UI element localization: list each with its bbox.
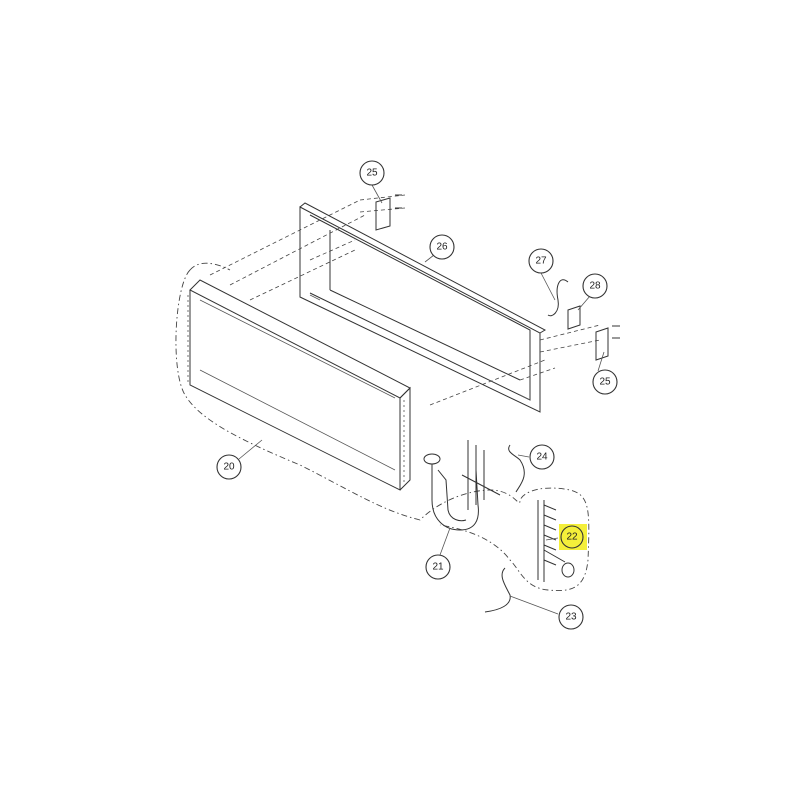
callout-25-left[interactable]: 25	[359, 160, 385, 186]
coil-part-20	[187, 279, 411, 491]
callout-22[interactable]: 22	[560, 525, 584, 549]
highlight-box	[559, 524, 587, 550]
frame-part-26	[299, 202, 547, 413]
callout-26[interactable]: 26	[429, 234, 455, 260]
callout-label: 26	[436, 242, 448, 253]
callout-28[interactable]: 28	[582, 273, 608, 299]
callout-24[interactable]: 24	[529, 444, 555, 470]
callout-21[interactable]: 21	[425, 554, 451, 580]
callout-23[interactable]: 23	[558, 604, 584, 630]
thermistor-part-23	[484, 567, 511, 613]
callout-label: 20	[223, 462, 235, 473]
callout-25-right[interactable]: 25	[592, 369, 618, 395]
clip-part-28	[567, 305, 581, 330]
callout-label: 21	[432, 562, 444, 573]
callout-label: 24	[536, 452, 548, 463]
callout-label: 25	[599, 377, 611, 388]
callout-20[interactable]: 20	[216, 454, 242, 480]
callout-label: 28	[589, 281, 601, 292]
callout-label: 23	[565, 612, 577, 623]
callout-label: 22	[566, 532, 578, 543]
screw-guide-lines	[209, 194, 601, 406]
assembly-outline	[175, 262, 590, 591]
callout-label: 27	[535, 256, 547, 267]
leader-lines	[238, 184, 605, 615]
bracket-right	[595, 325, 620, 361]
sensor-part-24	[508, 444, 525, 493]
callout-27[interactable]: 27	[528, 248, 554, 274]
distributor-part-22	[537, 500, 575, 582]
callout-label: 25	[366, 168, 378, 179]
bracket-left	[375, 194, 402, 231]
sensor-wire-27	[547, 279, 569, 317]
piping-part-21	[423, 440, 501, 531]
